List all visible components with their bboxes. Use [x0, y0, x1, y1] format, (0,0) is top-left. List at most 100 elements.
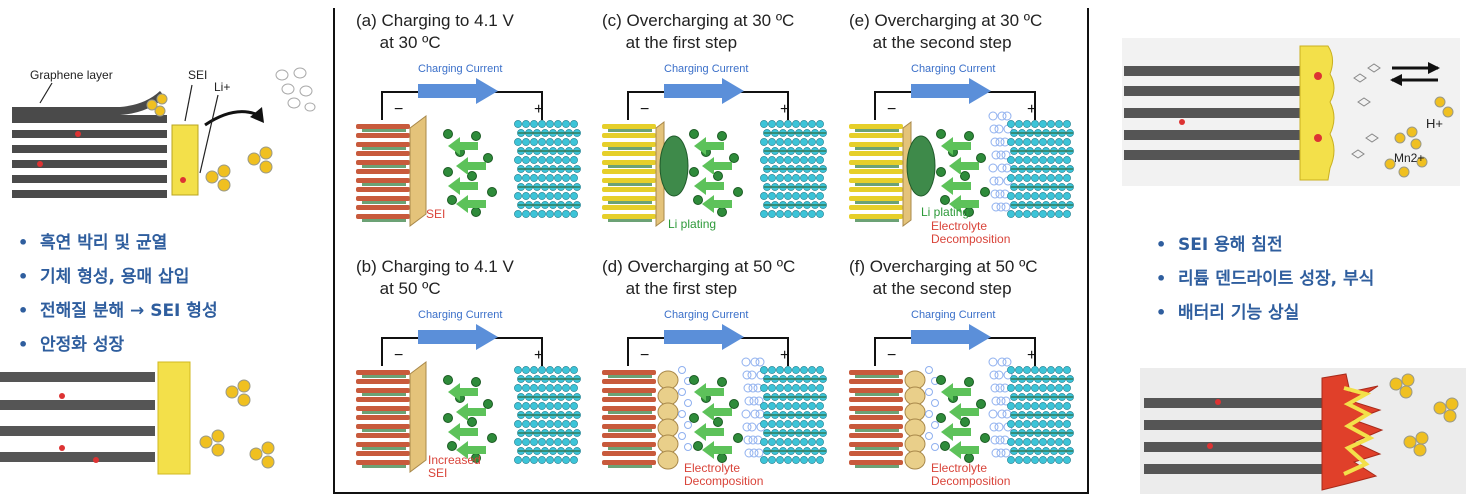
negative-terminal: − [640, 347, 649, 364]
ion-flow-arrows [448, 383, 486, 459]
li-solvent-cluster-icon [1384, 96, 1454, 178]
panel-c-diagram: Charging Current−+ [602, 63, 827, 227]
dissolving-sei [1299, 45, 1335, 181]
positive-terminal: + [780, 347, 789, 364]
current-arrow-icon [911, 324, 991, 350]
sei-label: SEI [188, 68, 207, 82]
left-bullet-list: •흑연 박리 및 균열 •기체 형성, 용매 삽입 •전해질 분해 → SEI … [14, 226, 218, 362]
electrolyte-decomposition-note: Electrolyte Decomposition [684, 461, 764, 488]
bullet-item: •SEI 용해 침전 [1156, 235, 1283, 255]
right-top-illustration: H+ Mn2+ [1122, 38, 1460, 186]
thick-sei-deposit [657, 370, 679, 470]
positive-terminal: + [534, 347, 543, 364]
li-plating-note: Li plating [668, 217, 717, 231]
negative-terminal: − [394, 347, 403, 364]
increased-sei-note: Increased SEI [428, 453, 481, 480]
sei-note: SEI [426, 207, 446, 221]
double-arrow-icon [1390, 62, 1440, 86]
ion-flow-arrows [694, 137, 732, 213]
gas-bubbles-icon [275, 67, 316, 112]
panel-title-a: (a) Charging to 4.1 V at 30 ºC [356, 11, 514, 52]
thick-sei-deposit [904, 370, 926, 470]
ion-flow-arrows [448, 137, 486, 213]
panel-d-diagram: Charging Current − + [602, 309, 827, 470]
cathode-lattice [514, 366, 581, 464]
bullet-item: •기체 형성, 용매 삽입 [18, 267, 190, 287]
proton-label: H+ [1426, 116, 1443, 131]
li-ion-label: Li+ [214, 80, 230, 94]
electrolyte-decomposition-note: Electrolyte Decomposition [931, 461, 1011, 488]
panel-title-c: (c) Overcharging at 30 ºC at the first s… [602, 11, 795, 52]
lithium-ions [936, 129, 990, 217]
current-arrow-icon [418, 78, 498, 104]
lithium-ions [689, 375, 743, 463]
positive-terminal: + [780, 101, 789, 118]
left-top-illustration: Graphene layer SEI Li+ [12, 67, 316, 198]
lithium-ions [936, 375, 990, 463]
bullet-item: •흑연 박리 및 균열 [18, 233, 168, 253]
electrolyte-decomposition-note: Electrolyte Decomposition [931, 219, 1011, 246]
charging-current-label: Charging Current [418, 63, 502, 75]
cathode-lattice [1007, 366, 1074, 464]
sei-wall [409, 361, 427, 473]
li-solvent-cluster-icon [1389, 373, 1459, 457]
positive-terminal: + [1027, 101, 1036, 118]
lithium-ions [443, 129, 497, 217]
right-bullet-list: •SEI 용해 침전 •리튬 덴드라이트 성장, 부식 •배터리 기능 상실 [1152, 228, 1374, 330]
charging-current-label: Charging Current [664, 309, 748, 321]
sei-wall [409, 115, 427, 227]
positive-terminal: + [534, 101, 543, 118]
gas-bubbles-icon [988, 111, 1013, 212]
cathode-lattice [760, 120, 827, 218]
lithium-dendrite [1321, 373, 1384, 491]
negative-terminal: − [887, 347, 896, 364]
li-solvent-cluster-icon [205, 146, 273, 192]
bullet-item: •전해질 분해 → SEI 형성 [18, 301, 218, 321]
li-plating [659, 135, 689, 197]
ion-flow-arrows [694, 383, 732, 459]
gas-bubbles-icon [678, 357, 766, 458]
manganese-label: Mn2+ [1394, 151, 1424, 165]
anode-layers [602, 124, 656, 222]
li-plating-note: Li plating [921, 205, 970, 219]
panel-title-d: (d) Overcharging at 50 ºC at the first s… [602, 257, 796, 298]
panel-f-diagram: Charging Current − + [849, 309, 1074, 470]
li-solvent-cluster-icon [199, 379, 275, 469]
cathode-lattice [514, 120, 581, 218]
panel-title-b: (b) Charging to 4.1 V at 50 ºC [356, 257, 514, 298]
panel-b-diagram: Charging Current − + [356, 309, 581, 473]
li-plating [906, 135, 936, 197]
cathode-lattice [1007, 120, 1074, 218]
bullet-item: •배터리 기능 상실 [1156, 303, 1300, 323]
bullet-item: •리튬 덴드라이트 성장, 부식 [1156, 269, 1375, 289]
right-bottom-illustration [1140, 368, 1466, 494]
anode-layers [849, 124, 903, 222]
panel-title-e: (e) Overcharging at 30 ºC at the second … [849, 11, 1043, 52]
negative-terminal: − [394, 101, 403, 118]
thick-sei-block [157, 361, 191, 475]
charging-current-label: Charging Current [911, 309, 995, 321]
ion-flow-arrows [941, 383, 979, 459]
li-solvent-cluster-icon [146, 93, 168, 117]
panel-a-diagram: Charging Current − + [356, 63, 581, 227]
charging-current-label: Charging Current [418, 309, 502, 321]
left-bottom-illustration [0, 361, 275, 475]
charging-current-label: Charging Current [911, 63, 995, 75]
anode-layers [849, 370, 903, 468]
current-arrow-icon [664, 78, 744, 104]
negative-terminal: − [887, 101, 896, 118]
graphite-layers [12, 91, 167, 198]
ion-flow-arrows [941, 137, 979, 213]
anode-layers [356, 370, 410, 468]
graphene-layer-label: Graphene layer [30, 68, 113, 82]
panel-title-f: (f) Overcharging at 50 ºC at the second … [849, 257, 1038, 298]
anode-layers [356, 124, 410, 222]
positive-terminal: + [1027, 347, 1036, 364]
sei-block [171, 124, 199, 196]
lithium-ions [689, 129, 743, 217]
current-arrow-icon [418, 324, 498, 350]
cathode-lattice [760, 366, 827, 464]
negative-terminal: − [640, 101, 649, 118]
current-arrow-icon [664, 324, 744, 350]
bullet-item: •안정화 성장 [18, 335, 125, 355]
